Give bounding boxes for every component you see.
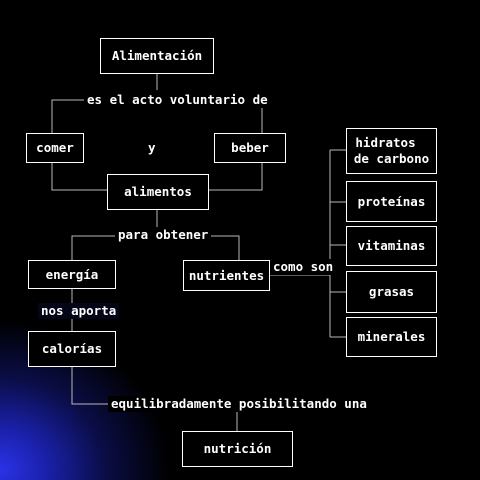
link-para-obtener: para obtener <box>115 227 212 243</box>
node-proteinas: proteínas <box>346 181 437 222</box>
link-como-son: como son <box>270 259 337 275</box>
node-minerales: minerales <box>346 317 437 357</box>
node-proteinas-text: proteínas <box>357 193 426 209</box>
node-calorias-text: calorías <box>41 341 103 356</box>
node-alimentacion: Alimentación <box>100 38 214 74</box>
node-energia-text: energía <box>45 266 99 282</box>
node-comer: comer <box>26 133 84 163</box>
node-calorias: calorías <box>28 331 116 367</box>
node-alimentos-text: alimentos <box>124 184 192 199</box>
node-minerales-text: minerales <box>357 329 426 344</box>
node-hidratos-line2: de carbono <box>353 151 430 166</box>
link-acto-voluntario: es el acto voluntario de <box>84 92 271 108</box>
node-hidratos-de-carbono: hidratos de carbono <box>346 128 437 174</box>
link-equilibradamente: equilibradamente posibilitando una <box>108 396 370 412</box>
node-vitaminas: vitaminas <box>346 226 437 266</box>
node-nutricion: nutrición <box>182 431 293 467</box>
link-nos-aporta: nos aporta <box>38 303 120 319</box>
node-comer-text: comer <box>36 140 74 155</box>
node-alimentacion-text: Alimentación <box>111 48 203 63</box>
node-grasas: grasas <box>346 271 437 313</box>
node-grasas-text: grasas <box>368 284 415 299</box>
node-nutrientes-text: nutrientes <box>188 267 265 283</box>
node-hidratos-line1: hidratos <box>355 135 416 150</box>
node-nutrientes: nutrientes <box>183 260 270 291</box>
node-beber-text: beber <box>231 140 269 155</box>
link-y: y <box>148 140 156 155</box>
node-alimentos: alimentos <box>107 174 209 210</box>
node-vitaminas-text: vitaminas <box>357 238 426 253</box>
node-energia: energía <box>28 260 116 289</box>
node-beber: beber <box>214 133 286 163</box>
node-nutricion-text: nutrición <box>203 441 272 456</box>
